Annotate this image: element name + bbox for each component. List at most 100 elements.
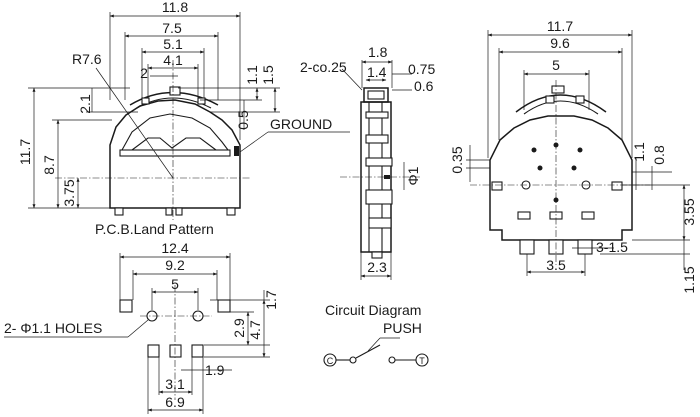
back-pad-1 bbox=[517, 211, 531, 220]
front-body-outline bbox=[109, 99, 241, 209]
terminal-t-label: T bbox=[419, 356, 425, 366]
front-terminal-right bbox=[226, 207, 236, 216]
push-arrow bbox=[367, 337, 381, 352]
front-terminal-mid-2 bbox=[175, 207, 183, 216]
side-view: 2-co.25 1.8 1.4 0.75 0.6 Φ1 2.3 bbox=[300, 44, 435, 280]
pcb-pad-side-left bbox=[119, 299, 133, 313]
push-label: PUSH bbox=[383, 320, 422, 336]
pcb-dim-12-4: 12.4 bbox=[161, 240, 188, 256]
side-dim-0-75: 0.75 bbox=[408, 61, 435, 77]
back-terminal-3 bbox=[577, 239, 593, 255]
front-terminal-left bbox=[114, 207, 124, 216]
back-dim-pitch: 3-1.5 bbox=[596, 239, 628, 255]
back-pad-3 bbox=[581, 211, 595, 220]
front-dim-2-1: 2.1 bbox=[77, 94, 93, 114]
back-dim-9-6: 9.6 bbox=[550, 35, 570, 51]
side-detail-4 bbox=[365, 189, 393, 205]
pcb-dim-5: 5 bbox=[171, 276, 179, 292]
contact-right bbox=[388, 356, 396, 364]
front-knob-tab bbox=[169, 86, 181, 96]
front-inner-frame bbox=[121, 113, 229, 151]
back-knob-arc bbox=[515, 94, 607, 113]
back-dim-3-5: 3.5 bbox=[546, 257, 566, 273]
side-knob-inner bbox=[367, 90, 385, 100]
switch-blade bbox=[355, 344, 381, 359]
pcb-title: P.C.B.Land Pattern bbox=[95, 221, 214, 237]
back-knob-tab-2 bbox=[575, 95, 585, 104]
back-terminal-1 bbox=[519, 239, 535, 255]
side-detail-5 bbox=[368, 217, 392, 229]
side-detail-2 bbox=[365, 134, 389, 144]
contact-left bbox=[349, 356, 357, 364]
side-chamfer-leader bbox=[341, 68, 363, 91]
pcb-dim-1-7: 1.7 bbox=[263, 290, 279, 310]
back-dot-4 bbox=[537, 165, 543, 171]
pcb-dim-1-9: 1.9 bbox=[205, 362, 225, 378]
side-dim-phi: Φ1 bbox=[405, 166, 421, 185]
front-dim-1-5: 1.5 bbox=[260, 65, 276, 85]
side-dim-1-8: 1.8 bbox=[368, 44, 388, 60]
back-dim-5: 5 bbox=[552, 57, 560, 73]
front-terminal-mid-1 bbox=[165, 207, 173, 216]
circuit-title: Circuit Diagram bbox=[325, 302, 421, 318]
pcb-holes-leader bbox=[127, 319, 149, 338]
pcb-dim-9-2: 9.2 bbox=[165, 257, 185, 273]
side-dim-2-3: 2.3 bbox=[367, 259, 387, 275]
back-knob-tab-top bbox=[551, 85, 565, 94]
front-dim-3-75: 3.75 bbox=[61, 179, 77, 206]
circuit-diagram: Circuit Diagram PUSH C T bbox=[323, 302, 429, 367]
back-dim-0-35: 0.35 bbox=[449, 146, 465, 173]
front-dim-11-8: 11.8 bbox=[162, 0, 188, 15]
pcb-pad-2 bbox=[169, 344, 182, 358]
front-dim-radius: R7.6 bbox=[72, 51, 102, 67]
front-knob-clip-right bbox=[197, 97, 206, 105]
front-ground-tab bbox=[234, 146, 239, 156]
front-inner-slot bbox=[131, 137, 217, 151]
terminal-t-icon bbox=[415, 353, 429, 367]
back-dim-0-8: 0.8 bbox=[651, 145, 667, 165]
back-body-outline bbox=[489, 115, 633, 241]
pcb-dim-6-9: 6.9 bbox=[165, 394, 185, 410]
back-side-tab-right bbox=[611, 181, 623, 191]
back-rivet-right bbox=[581, 180, 591, 190]
back-dim-1-15: 1.15 bbox=[681, 266, 697, 293]
side-terminal bbox=[371, 251, 383, 259]
ground-leader bbox=[239, 131, 269, 153]
back-dim-3-55: 3.55 bbox=[681, 198, 697, 225]
side-dim-1-4: 1.4 bbox=[367, 64, 387, 80]
front-dim-0-5: 0.5 bbox=[235, 110, 251, 130]
back-dim-11-7: 11.7 bbox=[547, 18, 573, 34]
back-dim-1-1: 1.1 bbox=[631, 142, 647, 162]
pcb-pad-side-right bbox=[217, 299, 231, 313]
front-dim-2: 2 bbox=[140, 65, 148, 81]
pcb-dim-4-7: 4.7 bbox=[247, 320, 263, 340]
back-knob-tab-1 bbox=[545, 95, 555, 104]
pcb-pad-1 bbox=[147, 344, 160, 358]
side-detail-3 bbox=[365, 157, 393, 167]
back-dot-5 bbox=[571, 165, 577, 171]
pcb-holes-label: 2- Φ1.1 HOLES bbox=[4, 320, 102, 336]
back-knob-arc-inner bbox=[523, 100, 599, 115]
front-dim-1-1: 1.1 bbox=[244, 65, 260, 85]
front-dim-4-1: 4.1 bbox=[163, 52, 183, 68]
back-dot-1 bbox=[531, 147, 537, 153]
back-side-tab-left bbox=[491, 181, 503, 191]
pcb-land-pattern: P.C.B.Land Pattern bbox=[4, 221, 279, 414]
side-dim-0-6: 0.6 bbox=[414, 78, 434, 94]
back-dot-6 bbox=[553, 197, 559, 203]
front-dim-8-7: 8.7 bbox=[41, 155, 57, 175]
pcb-pad-3 bbox=[191, 344, 204, 358]
side-detail-1 bbox=[365, 111, 389, 119]
side-dim-chamfer: 2-co.25 bbox=[300, 59, 347, 75]
pcb-dim-3-1: 3.1 bbox=[165, 376, 185, 392]
front-dim-11-7: 11.7 bbox=[17, 139, 33, 165]
ground-label: GROUND bbox=[270, 116, 332, 132]
front-inner-rail bbox=[119, 149, 231, 157]
front-view: 11.8 7.5 5.1 4.1 2 R7.6 1.1 1.5 2.1 0.5 … bbox=[17, 0, 350, 220]
pcb-dim-2-9: 2.9 bbox=[231, 318, 247, 338]
front-dim-5-1: 5.1 bbox=[163, 36, 183, 52]
back-view: 11.7 9.6 5 0.35 1.1 0.8 3.55 3-1.5 3.5 1… bbox=[449, 18, 697, 294]
front-radius-leader bbox=[95, 67, 174, 179]
